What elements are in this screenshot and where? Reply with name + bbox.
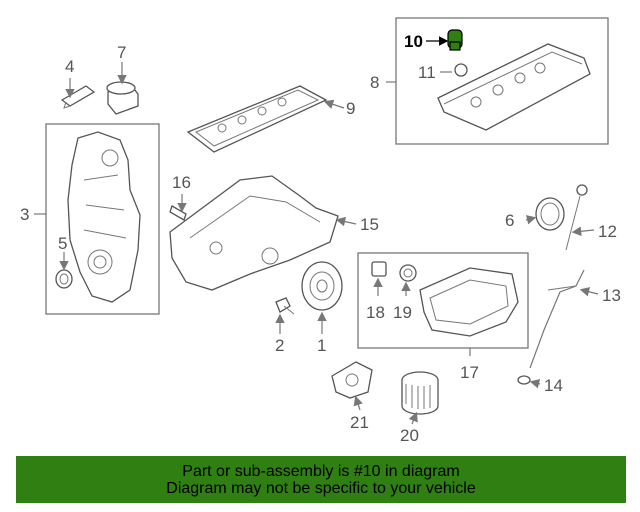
seal-part-5 xyxy=(55,269,73,289)
sensor-part-16 xyxy=(169,205,187,221)
o-ring-part-14 xyxy=(517,375,531,385)
crank-pulley-part-1 xyxy=(301,261,343,311)
washer-part-19 xyxy=(399,264,417,282)
callout-3: 3 xyxy=(20,205,29,224)
callout-20: 20 xyxy=(400,426,419,445)
callout-1: 1 xyxy=(317,336,326,355)
group-box-valve-cover xyxy=(395,17,609,145)
callout-15: 15 xyxy=(360,215,379,234)
timing-cover-part xyxy=(67,131,141,303)
oil-cap-part-7 xyxy=(106,81,139,115)
dipstick-part-12 xyxy=(565,184,588,251)
valve-cover-gasket-part-9 xyxy=(186,85,328,153)
pcv-valve-part-10 xyxy=(447,29,463,51)
seal-part-6 xyxy=(535,197,565,231)
callout-6: 6 xyxy=(505,211,514,230)
callout-11: 11 xyxy=(418,63,436,82)
oil-filter-part-20 xyxy=(401,371,439,415)
callout-4: 4 xyxy=(65,57,74,76)
part-notice-banner: Part or sub-assembly is #10 in diagram D… xyxy=(16,456,626,503)
dipstick-tube-part-13 xyxy=(529,269,585,369)
callout-14: 14 xyxy=(544,376,563,395)
group-box-oil-pan xyxy=(357,252,529,349)
group-box-timing-cover xyxy=(45,123,160,315)
oil-pan-lower-part xyxy=(419,267,519,337)
bolt-part-2 xyxy=(275,297,295,315)
callout-5: 5 xyxy=(58,234,67,253)
callout-21: 21 xyxy=(350,413,369,432)
banner-line-part: Part or sub-assembly is #10 in diagram xyxy=(182,463,460,480)
leader-lines xyxy=(34,36,599,425)
oil-filter-adapter-part-21 xyxy=(331,361,373,399)
drain-plug-part-18 xyxy=(371,261,387,277)
callout-13: 13 xyxy=(602,286,621,305)
callout-9: 9 xyxy=(346,99,355,118)
banner-line-disclaimer: Diagram may not be specific to your vehi… xyxy=(166,480,476,497)
callout-16: 16 xyxy=(172,173,191,192)
valve-cover-part xyxy=(437,43,591,131)
callout-17: 17 xyxy=(460,363,479,382)
callout-7: 7 xyxy=(117,43,126,62)
callout-8: 8 xyxy=(370,73,379,92)
parts-diagram: 1 2 3 4 5 6 7 8 9 10 11 12 13 14 15 16 1… xyxy=(20,17,621,445)
callout-18: 18 xyxy=(366,303,385,322)
sensor-part-4 xyxy=(60,85,96,109)
callout-12: 12 xyxy=(598,222,617,241)
callout-19: 19 xyxy=(393,303,412,322)
callout-2: 2 xyxy=(275,336,284,355)
callout-10: 10 xyxy=(404,32,423,51)
oil-pan-upper-part-15 xyxy=(169,175,339,291)
o-ring-part-11 xyxy=(454,63,468,77)
